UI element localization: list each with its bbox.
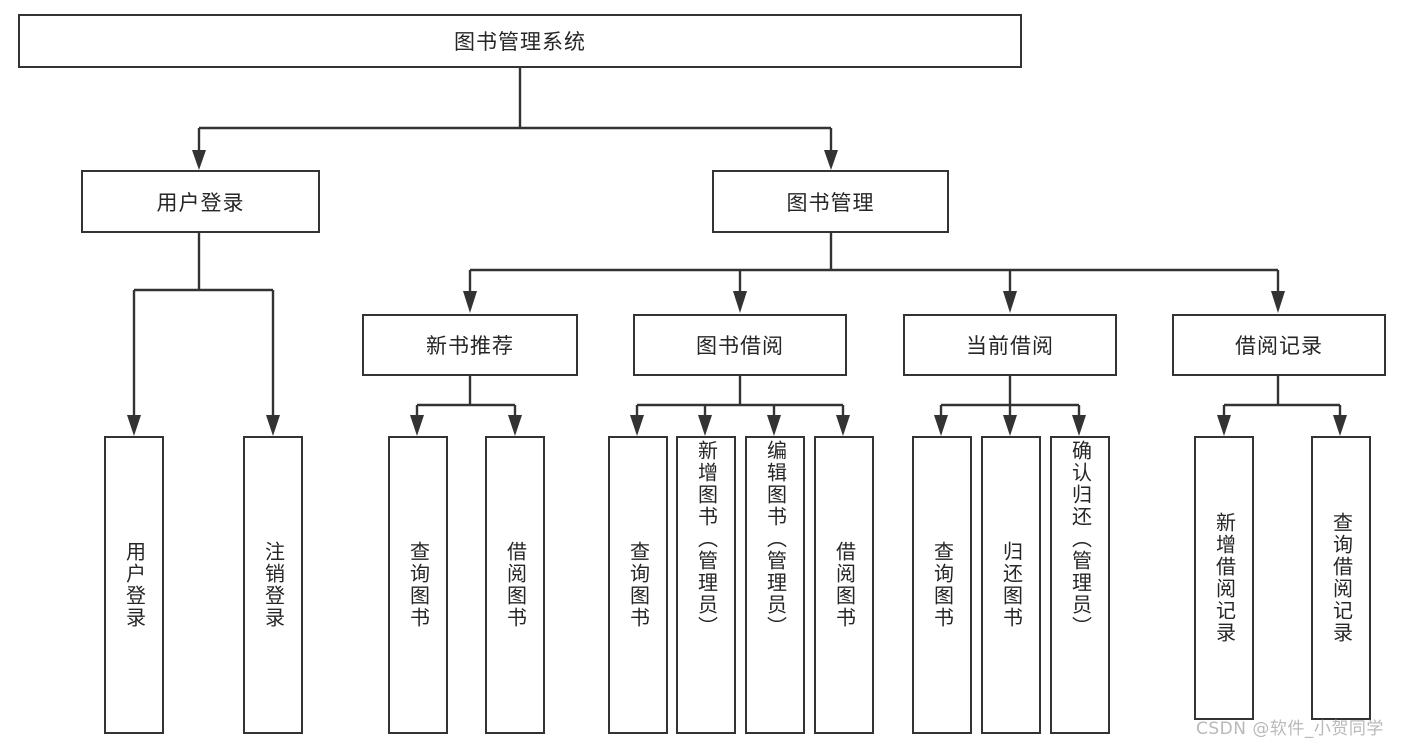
leaf-user-login[interactable]: 用户登录 (104, 436, 164, 734)
node-label: 用户登录 (156, 190, 245, 215)
node-label: 当前借阅 (966, 334, 1054, 358)
node-label: 图书管理 (786, 190, 875, 215)
leaf-current-query-book[interactable]: 查询图书 (912, 436, 972, 734)
leaf-borrow-edit-book-admin[interactable]: 编辑图书（管理员） (745, 436, 805, 734)
node-label: 借阅图书 (503, 541, 528, 629)
leaf-borrow-add-book-admin[interactable]: 新增图书（管理员） (676, 436, 736, 734)
leaf-borrow-query-book[interactable]: 查询图书 (608, 436, 668, 734)
node-book-borrow[interactable]: 图书借阅 (633, 314, 847, 376)
leaf-record-add-record[interactable]: 新增借阅记录 (1194, 436, 1254, 720)
node-label: 图书管理系统 (454, 30, 586, 54)
node-label: 用户登录 (122, 541, 147, 629)
node-current-borrow[interactable]: 当前借阅 (903, 314, 1117, 376)
node-label: 新增借阅记录 (1212, 512, 1237, 644)
leaf-record-query-record[interactable]: 查询借阅记录 (1311, 436, 1371, 720)
node-label: 确认归还（管理员） (1068, 440, 1093, 638)
node-label: 查询图书 (930, 541, 955, 629)
leaf-logout[interactable]: 注销登录 (243, 436, 303, 734)
node-label: 借阅记录 (1235, 334, 1323, 358)
node-label: 注销登录 (261, 541, 286, 629)
node-new-book-recommend[interactable]: 新书推荐 (362, 314, 578, 376)
leaf-newbook-query-book[interactable]: 查询图书 (388, 436, 448, 734)
node-book-management[interactable]: 图书管理 (712, 170, 949, 233)
leaf-current-return-book[interactable]: 归还图书 (981, 436, 1041, 734)
node-label: 查询借阅记录 (1329, 512, 1354, 644)
node-user-login[interactable]: 用户登录 (81, 170, 320, 233)
leaf-borrow-borrow-book[interactable]: 借阅图书 (814, 436, 874, 734)
node-label: 借阅图书 (832, 541, 857, 629)
node-label: 新增图书（管理员） (694, 440, 719, 638)
node-label: 查询图书 (406, 541, 431, 629)
node-borrow-record[interactable]: 借阅记录 (1172, 314, 1386, 376)
leaf-current-confirm-return-admin[interactable]: 确认归还（管理员） (1050, 436, 1110, 734)
node-label: 新书推荐 (426, 334, 514, 358)
node-label: 编辑图书（管理员） (763, 440, 788, 638)
node-label: 查询图书 (626, 541, 651, 629)
node-label: 图书借阅 (696, 334, 784, 358)
node-root-system[interactable]: 图书管理系统 (18, 14, 1022, 68)
leaf-newbook-borrow-book[interactable]: 借阅图书 (485, 436, 545, 734)
node-label: 归还图书 (999, 541, 1024, 629)
